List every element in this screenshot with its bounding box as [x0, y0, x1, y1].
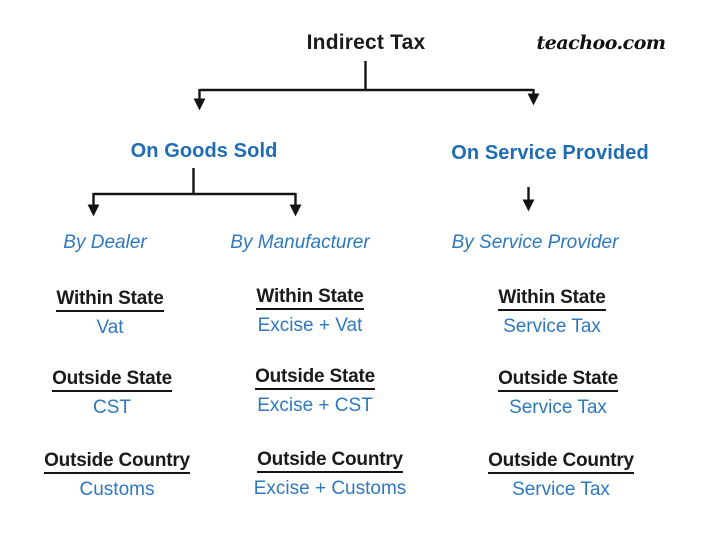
tax-cell: Outside Country Service Tax — [461, 450, 661, 500]
scope-label: Within State — [498, 287, 606, 311]
scope-label: Outside State — [498, 368, 618, 392]
scope-label: Outside Country — [44, 450, 190, 474]
tax-cell: Within State Service Tax — [452, 287, 652, 337]
node-by-service-provider: By Service Provider — [451, 232, 619, 253]
scope-label: Outside Country — [488, 450, 634, 474]
tax-cell: Outside State CST — [12, 368, 212, 418]
tax-value: Excise + Vat — [257, 315, 363, 336]
scope-label: Outside Country — [257, 449, 403, 473]
scope-label: Outside State — [255, 366, 375, 390]
tax-cell: Outside Country Customs — [17, 450, 217, 500]
tax-cell: Within State Vat — [10, 288, 210, 338]
tax-cell: Within State Excise + Vat — [210, 286, 410, 336]
tax-value: CST — [93, 397, 131, 418]
page-title: Indirect Tax — [306, 31, 426, 54]
branch-goods-sold: On Goods Sold — [130, 140, 278, 162]
node-by-dealer: By Dealer — [63, 232, 147, 253]
scope-label: Within State — [56, 288, 164, 312]
tax-value: Excise + Customs — [253, 478, 407, 499]
branch-service-provided: On Service Provided — [451, 142, 649, 164]
tax-value: Service Tax — [503, 316, 601, 337]
tax-value: Excise + CST — [257, 395, 373, 416]
brand-logo: teachoo.com — [536, 32, 666, 54]
tax-cell: Outside Country Excise + Customs — [230, 449, 430, 499]
tax-cell: Outside State Service Tax — [458, 368, 658, 418]
tax-value: Customs — [79, 479, 155, 500]
node-by-manufacturer: By Manufacturer — [230, 232, 370, 253]
tax-value: Vat — [96, 317, 124, 338]
scope-label: Outside State — [52, 368, 172, 392]
scope-label: Within State — [256, 286, 364, 310]
tax-cell: Outside State Excise + CST — [215, 366, 415, 416]
tax-value: Service Tax — [512, 479, 610, 500]
tax-value: Service Tax — [509, 397, 607, 418]
